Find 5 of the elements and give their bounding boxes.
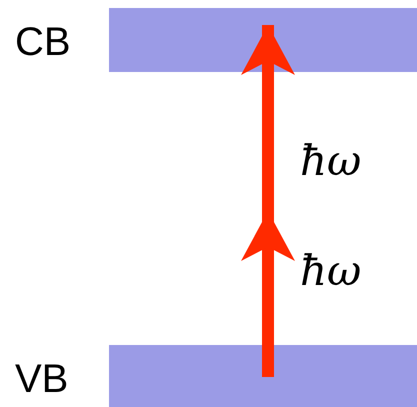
arrow: [241, 25, 295, 377]
photon-energy-label: ħω: [300, 140, 362, 182]
photon-energy-label: ħω: [300, 250, 362, 292]
band-label: VB: [15, 359, 68, 399]
band-label: CB: [15, 22, 71, 62]
